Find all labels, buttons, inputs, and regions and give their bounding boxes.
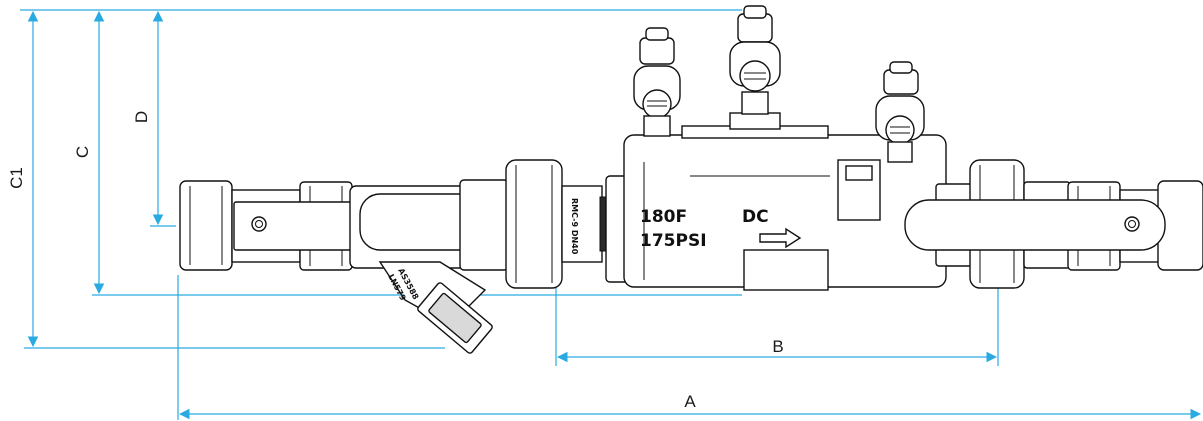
dimension-c1-label: C1: [7, 167, 26, 189]
pressure-rating: 175PSI: [640, 231, 707, 251]
right-ball-valve: [904, 180, 1203, 271]
test-cock-3: [875, 61, 925, 163]
flow-arrow-icon: [759, 227, 802, 249]
center-left-union: RMC-9 DN40: [459, 159, 631, 289]
union-mark: RMC-9 DN40: [570, 198, 579, 255]
test-cock-1: [633, 27, 681, 137]
left-handle-screw: [251, 216, 267, 232]
body-lower-boss: [743, 249, 829, 291]
strainer-cap: [417, 282, 493, 354]
right-handle-screw: [1124, 216, 1140, 232]
center-union-hex: [505, 159, 563, 289]
dimension-b-label: B: [772, 337, 783, 356]
backflow-preventer-body: 180F 175PSI DC: [623, 112, 947, 291]
dimension-d-label: D: [132, 111, 151, 123]
side-port: [837, 159, 881, 221]
left-end-nut: [179, 180, 233, 271]
center-union-nut-left: [459, 179, 509, 271]
test-cock-2: [729, 5, 781, 115]
temperature-rating: 180F: [640, 207, 687, 227]
top-boss: [729, 112, 781, 130]
dimension-a-label: A: [684, 392, 696, 411]
valve-type-label: DC: [742, 207, 769, 227]
dimension-c-label: C: [73, 146, 92, 158]
center-union-collar: [561, 185, 603, 263]
right-valve-handle: [904, 199, 1166, 251]
